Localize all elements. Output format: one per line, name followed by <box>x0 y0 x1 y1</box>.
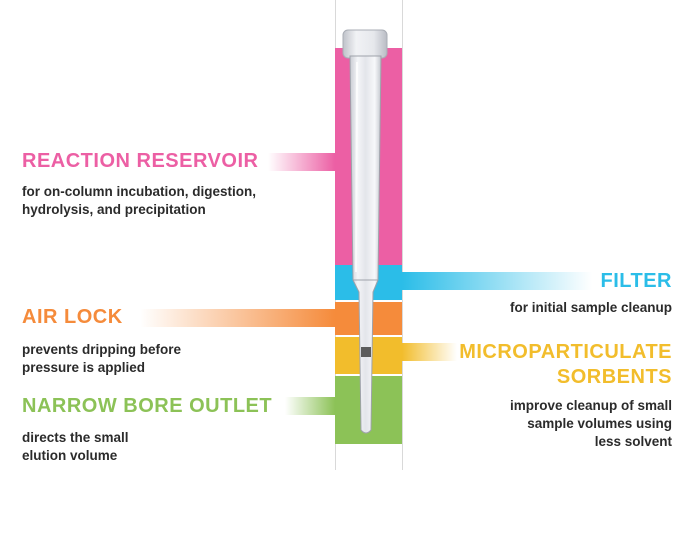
tube-rim <box>342 29 388 59</box>
outlet-connector <box>285 397 335 415</box>
reaction-title: REACTION RESERVOIR <box>22 150 259 172</box>
microparticulate-desc-line-1: improve cleanup of small <box>509 398 672 413</box>
outlet-desc-line-1: directs the small <box>22 430 129 445</box>
sorbent-plug <box>361 347 371 357</box>
filter-connector <box>402 272 592 290</box>
microparticulate-title-line-2: SORBENTS <box>556 366 672 388</box>
filter-desc-line-1: for initial sample cleanup <box>509 300 672 315</box>
tube-highlight <box>355 61 358 273</box>
right-guide-line <box>402 0 403 470</box>
filter-title: FILTER <box>600 270 672 292</box>
microparticulate-title-line-1: MICROPARTICULATE <box>459 341 672 363</box>
air-lock-connector <box>140 309 335 327</box>
outlet-title: NARROW BORE OUTLET <box>22 395 273 417</box>
air-lock-desc-line-1: prevents dripping before <box>22 342 182 357</box>
microparticulate-desc-line-2: sample volumes using <box>527 416 672 431</box>
outlet-desc-line-2: elution volume <box>22 448 118 463</box>
microparticulate-desc-line-3: less solvent <box>594 434 672 449</box>
reaction-connector <box>268 153 335 171</box>
reaction-desc-line-2: hydrolysis, and precipitation <box>22 202 206 217</box>
microparticulate-connector <box>402 343 457 361</box>
air-lock-desc-line-2: pressure is applied <box>22 360 146 375</box>
air-lock-title: AIR LOCK <box>22 306 123 328</box>
reaction-desc-line-1: for on-column incubation, digestion, <box>22 184 256 199</box>
tube-body <box>349 55 382 434</box>
